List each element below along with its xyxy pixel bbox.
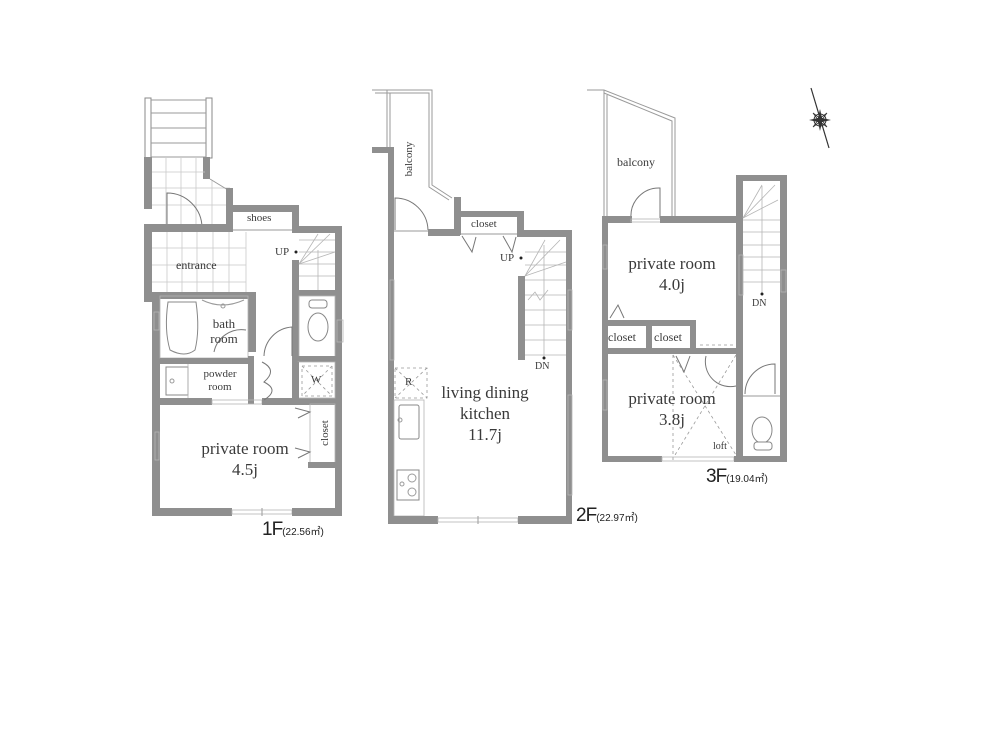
label-private-room-1f-size: 4.5j (232, 460, 258, 479)
label-ldk-line1: living dining (441, 383, 529, 402)
label-private-room-1f: private room 4.5j (185, 438, 305, 480)
label-private-room-3f-b-size: 3.8j (659, 410, 685, 429)
label-w-closet: W (311, 374, 322, 386)
label-balcony-2f: balcony (403, 134, 417, 184)
label-balcony-3f: balcony (617, 155, 655, 169)
label-up-1f: UP (275, 246, 290, 258)
label-private-room-3f-a-name: private room (628, 254, 716, 273)
label-closet-1f-text: closet (319, 420, 331, 446)
label-bath-line2: room (210, 331, 238, 346)
label-powder-line1: powder (203, 368, 237, 380)
label-ldk-size: 11.7j (468, 425, 502, 444)
label-private-room-3f-a: private room 4.0j (612, 253, 732, 295)
label-dn-3f: DN (752, 298, 767, 309)
label-bath-line1: bath (212, 316, 236, 331)
label-closet-3f-b: closet (654, 330, 682, 344)
label-bath-room: bath room (202, 316, 246, 346)
label-closet-3f-a: closet (608, 330, 636, 344)
label-private-room-1f-name: private room (201, 439, 289, 458)
label-balcony-2f-text: balcony (403, 141, 415, 177)
label-ldk-line2: kitchen (459, 404, 511, 423)
label-powder-room: powder room (195, 368, 245, 394)
floor-label-2f: 2F(22.97㎡) (576, 505, 638, 527)
floor-name-3f: 3F (706, 466, 727, 487)
floor-2f-plan (372, 89, 573, 524)
floor-3f-plan (587, 89, 787, 462)
floor-name-1f: 1F (262, 519, 283, 540)
compass-rose-icon (809, 87, 831, 149)
floor-name-2f: 2F (576, 505, 597, 526)
label-private-room-3f-b: private room 3.8j (612, 388, 732, 430)
label-dn-2f: DN (535, 361, 550, 372)
label-refrigerator: R (405, 376, 413, 388)
label-ldk: living dining kitchen 11.7j (425, 382, 545, 445)
floor-label-1f: 1F(22.56㎡) (262, 519, 324, 541)
label-shoes: shoes (247, 212, 272, 224)
floor-area-1f: (22.56㎡) (282, 527, 324, 538)
label-private-room-3f-b-name: private room (628, 389, 716, 408)
floor-label-3f: 3F(19.04㎡) (706, 466, 768, 488)
label-entrance: entrance (176, 258, 217, 272)
label-closet-2f: closet (471, 218, 497, 230)
floor-1f-plan (144, 97, 344, 516)
label-loft: loft (713, 441, 727, 452)
floor-area-3f: (19.04㎡) (726, 474, 768, 485)
label-closet-1f: closet (319, 413, 333, 453)
floor-area-2f: (22.97㎡) (596, 513, 638, 524)
label-private-room-3f-a-size: 4.0j (659, 275, 685, 294)
label-powder-line2: room (208, 381, 232, 393)
label-up-2f: UP (500, 252, 515, 264)
